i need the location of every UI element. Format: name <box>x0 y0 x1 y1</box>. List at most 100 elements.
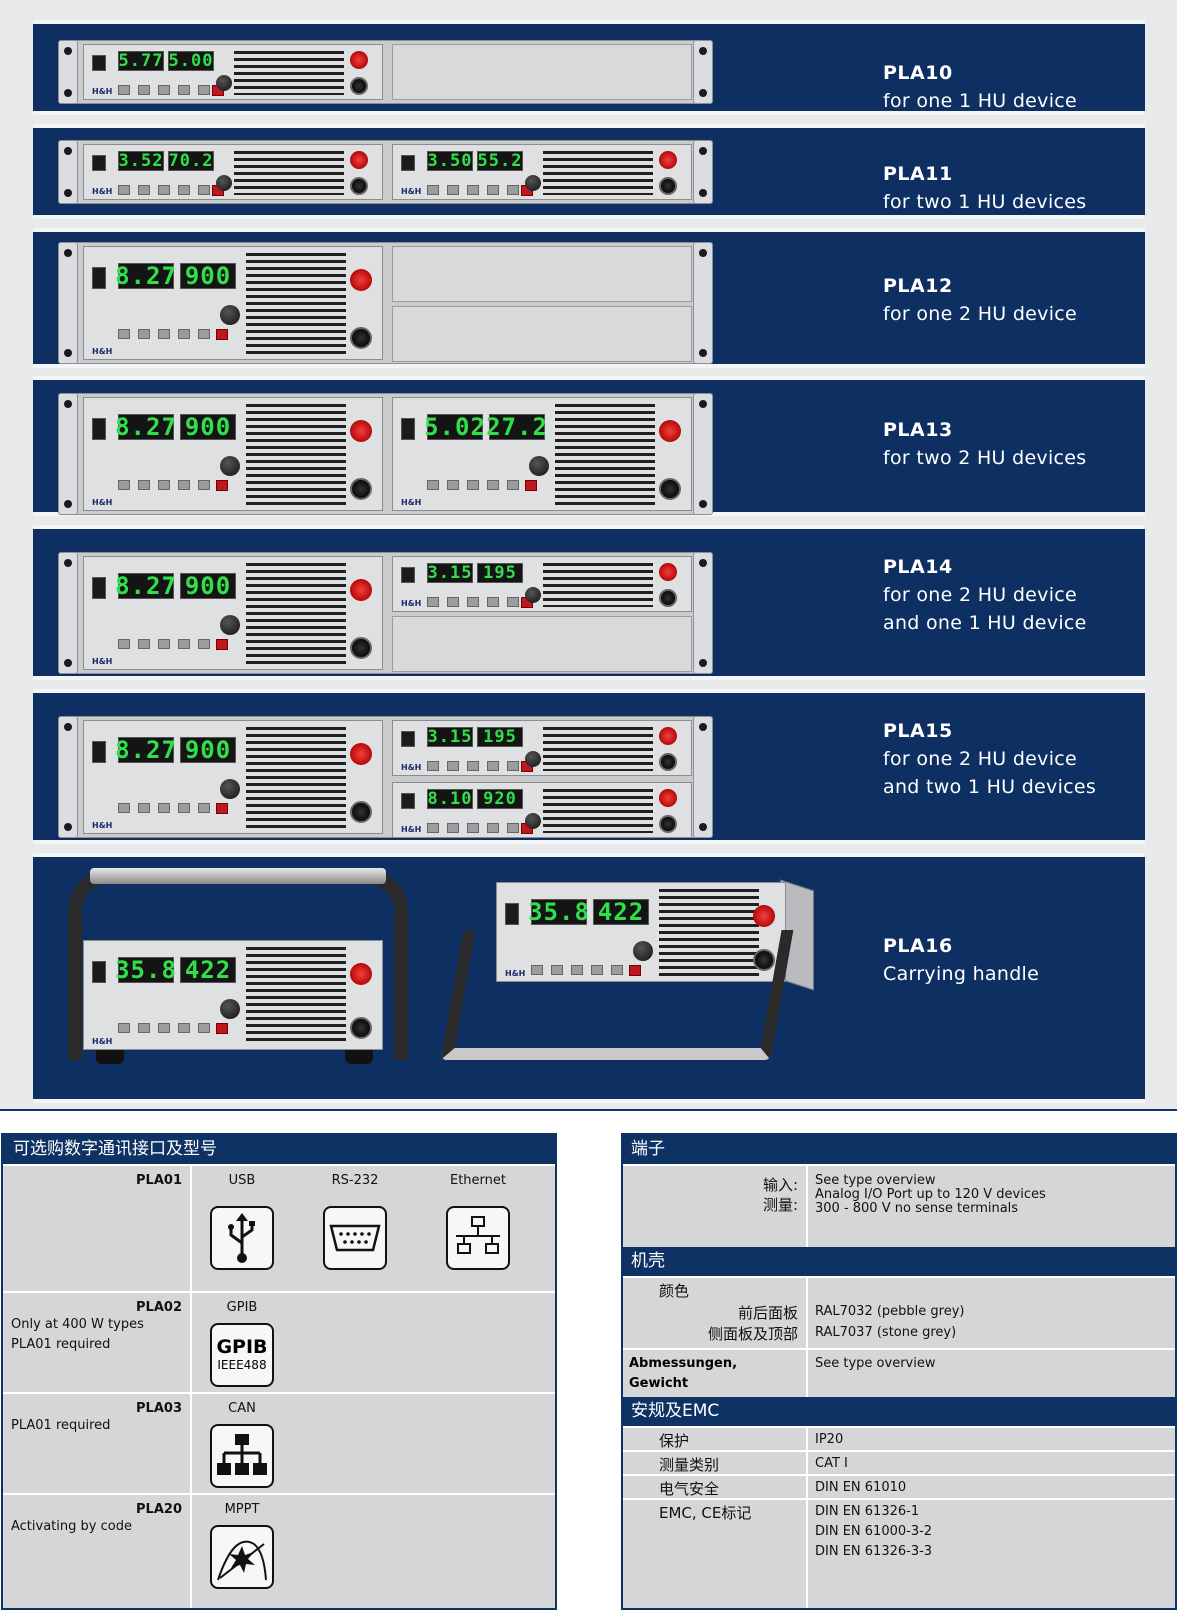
front-button[interactable] <box>427 185 439 195</box>
adjust-knob[interactable] <box>525 751 541 767</box>
front-button[interactable] <box>138 803 150 813</box>
front-button[interactable] <box>507 761 519 771</box>
negative-terminal-icon <box>659 177 677 195</box>
adjust-knob[interactable] <box>529 456 549 476</box>
front-button[interactable] <box>158 639 170 649</box>
front-button[interactable] <box>198 85 210 95</box>
adjust-knob[interactable] <box>216 75 232 91</box>
front-button[interactable] <box>198 1023 210 1033</box>
adjust-knob[interactable] <box>220 615 240 635</box>
front-button[interactable] <box>507 597 519 607</box>
option-row-pla03: PLA03 PLA01 required CAN <box>3 1392 555 1493</box>
front-button[interactable] <box>138 85 150 95</box>
front-button[interactable] <box>531 965 543 975</box>
front-button[interactable] <box>507 480 519 490</box>
front-button[interactable] <box>118 1023 130 1033</box>
front-button[interactable] <box>198 480 210 490</box>
front-button[interactable] <box>467 185 479 195</box>
front-button[interactable] <box>158 185 170 195</box>
front-button[interactable] <box>118 329 130 339</box>
adjust-knob[interactable] <box>220 305 240 325</box>
adjust-knob[interactable] <box>525 175 541 191</box>
band-title: PLA16 <box>883 935 953 957</box>
rack-ear-right <box>693 552 713 674</box>
output-button[interactable] <box>216 480 228 491</box>
front-button[interactable] <box>427 480 439 490</box>
front-button[interactable] <box>178 85 190 95</box>
front-button[interactable] <box>178 803 190 813</box>
power-switch <box>505 903 519 925</box>
front-button[interactable] <box>158 329 170 339</box>
front-button[interactable] <box>487 597 499 607</box>
front-button[interactable] <box>178 329 190 339</box>
band-title: PLA15 <box>883 720 953 742</box>
front-button[interactable] <box>467 480 479 490</box>
front-button[interactable] <box>138 1023 150 1033</box>
front-button[interactable] <box>447 823 459 833</box>
adjust-knob[interactable] <box>525 813 541 829</box>
front-button[interactable] <box>507 185 519 195</box>
front-button[interactable] <box>198 185 210 195</box>
adjust-knob[interactable] <box>220 456 240 476</box>
front-button[interactable] <box>427 761 439 771</box>
adjust-knob[interactable] <box>220 779 240 799</box>
adjust-knob[interactable] <box>216 175 232 191</box>
power-switch <box>401 731 415 747</box>
front-button[interactable] <box>487 480 499 490</box>
adjust-knob[interactable] <box>633 941 653 961</box>
front-button[interactable] <box>198 639 210 649</box>
front-button[interactable] <box>447 597 459 607</box>
front-button[interactable] <box>571 965 583 975</box>
front-button[interactable] <box>591 965 603 975</box>
housing-dimensions-row: Abmessungen, Gewicht See type overview <box>623 1348 1175 1397</box>
dimensions-value: See type overview <box>815 1356 936 1371</box>
brand-logo: H&H <box>92 1037 113 1046</box>
front-button[interactable] <box>447 761 459 771</box>
front-button[interactable] <box>138 329 150 339</box>
output-button[interactable] <box>216 1023 228 1034</box>
front-button[interactable] <box>158 1023 170 1033</box>
front-button[interactable] <box>118 480 130 490</box>
front-button[interactable] <box>138 639 150 649</box>
front-button[interactable] <box>427 823 439 833</box>
front-button[interactable] <box>118 639 130 649</box>
front-button[interactable] <box>158 480 170 490</box>
front-button[interactable] <box>487 761 499 771</box>
front-button[interactable] <box>138 480 150 490</box>
front-button[interactable] <box>178 1023 190 1033</box>
front-button[interactable] <box>487 185 499 195</box>
front-button[interactable] <box>118 803 130 813</box>
front-button[interactable] <box>178 480 190 490</box>
adjust-knob[interactable] <box>525 587 541 603</box>
front-button[interactable] <box>487 823 499 833</box>
front-button[interactable] <box>447 480 459 490</box>
front-button[interactable] <box>178 639 190 649</box>
front-button[interactable] <box>427 597 439 607</box>
front-button[interactable] <box>138 185 150 195</box>
band-title: PLA12 <box>883 275 953 297</box>
current-display: 900 <box>180 413 236 441</box>
front-button[interactable] <box>158 85 170 95</box>
output-button[interactable] <box>216 639 228 650</box>
front-button[interactable] <box>178 185 190 195</box>
front-button[interactable] <box>551 965 563 975</box>
front-button[interactable] <box>158 803 170 813</box>
front-button[interactable] <box>467 761 479 771</box>
output-button[interactable] <box>216 803 228 814</box>
front-button[interactable] <box>467 823 479 833</box>
front-button[interactable] <box>611 965 623 975</box>
output-button[interactable] <box>525 480 537 491</box>
front-button[interactable] <box>198 329 210 339</box>
front-button[interactable] <box>467 597 479 607</box>
output-button[interactable] <box>629 965 641 976</box>
adjust-knob[interactable] <box>220 999 240 1019</box>
front-button[interactable] <box>507 823 519 833</box>
safety-value: CAT I <box>815 1456 848 1471</box>
front-button[interactable] <box>198 803 210 813</box>
output-button[interactable] <box>216 329 228 340</box>
front-button[interactable] <box>118 85 130 95</box>
front-button[interactable] <box>447 185 459 195</box>
front-button[interactable] <box>118 185 130 195</box>
